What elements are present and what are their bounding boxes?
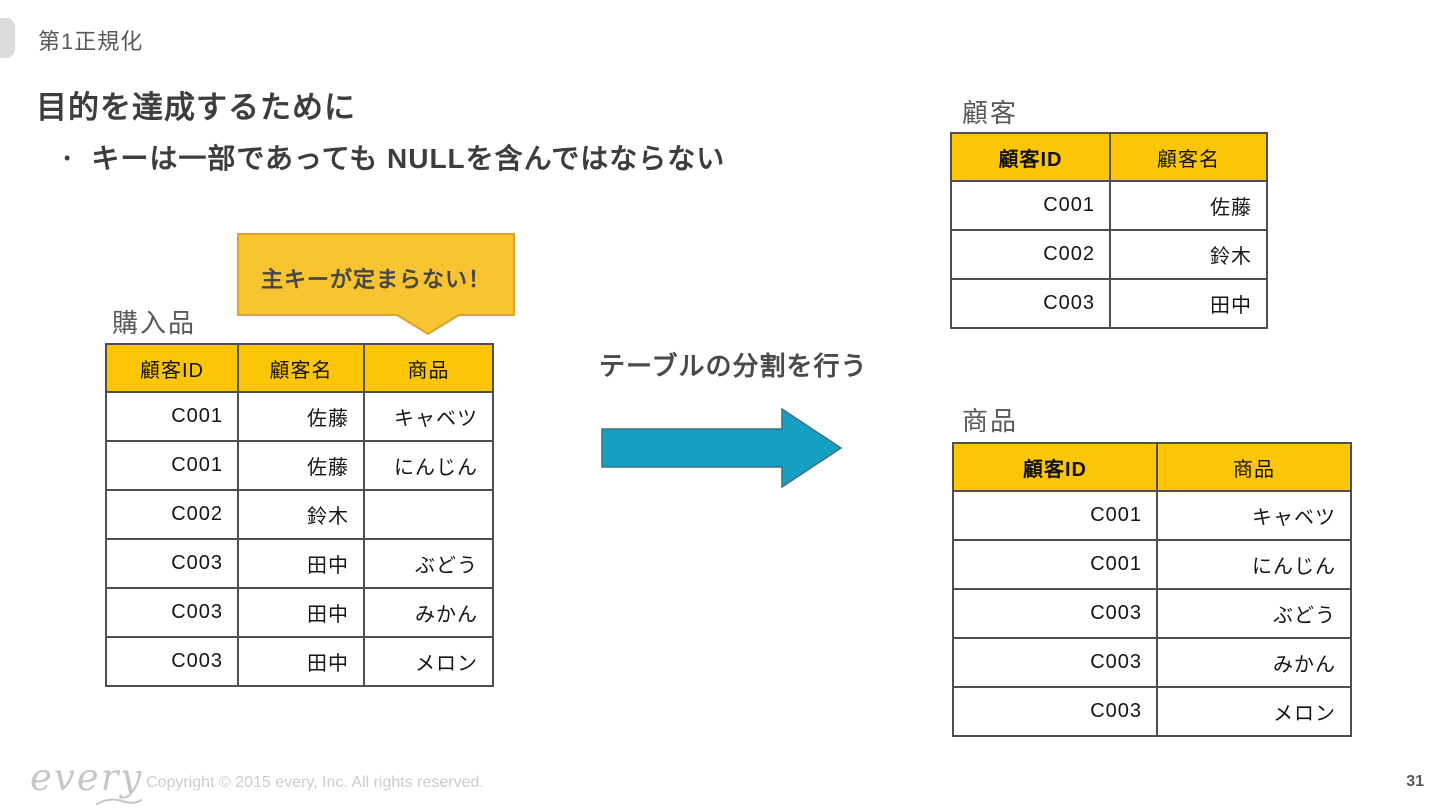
right-arrow-icon	[601, 407, 843, 489]
table-cell: 田中	[237, 636, 365, 687]
copyright-text: Copyright © 2015 every, Inc. All rights …	[146, 774, 484, 791]
column-header-key: 顧客ID	[952, 442, 1158, 492]
table-row: C003 ぶどう	[952, 588, 1352, 639]
logo-swash-decoration	[96, 798, 142, 805]
table-cell: C002	[950, 229, 1111, 280]
table-cell: 佐藤	[237, 440, 365, 491]
purchases-table: 顧客ID 顧客名 商品 C001 佐藤 キャベツ C001 佐藤 にんじん C0…	[105, 343, 494, 687]
table-cell: C001	[105, 440, 239, 491]
column-header: 商品	[1156, 442, 1352, 492]
bullet-text: キーは一部であっても NULLを含んではならない	[91, 143, 726, 174]
customers-table: 顧客ID 顧客名 C001 佐藤 C002 鈴木 C003 田中	[950, 132, 1268, 329]
table-cell: C001	[105, 391, 239, 442]
table-row: C001 佐藤	[950, 180, 1268, 231]
table-header-row: 顧客ID 顧客名	[950, 132, 1268, 182]
table-cell-empty	[363, 489, 494, 540]
purchases-table-label: 購入品	[112, 308, 197, 338]
column-header: 顧客名	[237, 343, 365, 393]
table-header-row: 顧客ID 商品	[952, 442, 1352, 492]
transform-label: テーブルの分割を行う	[599, 351, 868, 381]
table-cell: C001	[952, 490, 1158, 541]
table-cell: 田中	[237, 538, 365, 589]
table-cell: C001	[952, 539, 1158, 590]
table-cell: みかん	[1156, 637, 1352, 688]
table-cell: 鈴木	[237, 489, 365, 540]
table-cell: C003	[952, 637, 1158, 688]
table-cell: 田中	[237, 587, 365, 638]
section-heading: 目的を達成するために	[36, 90, 356, 125]
customers-table-label: 顧客	[962, 98, 1019, 128]
table-cell: C003	[952, 588, 1158, 639]
table-cell: みかん	[363, 587, 494, 638]
column-header: 商品	[363, 343, 494, 393]
table-cell: ぶどう	[1156, 588, 1352, 639]
table-cell: 田中	[1109, 278, 1268, 329]
callout-text: 主キーが定まらない！	[260, 267, 491, 292]
table-cell: ぶどう	[363, 538, 494, 589]
table-row: C003 田中 ぶどう	[105, 538, 494, 589]
table-row: C003 田中 みかん	[105, 587, 494, 638]
table-cell: にんじん	[1156, 539, 1352, 590]
table-header-row: 顧客ID 顧客名 商品	[105, 343, 494, 393]
corner-tab-decoration	[0, 18, 15, 58]
table-row: C003 田中 メロン	[105, 636, 494, 687]
table-cell: にんじん	[363, 440, 494, 491]
table-cell: C003	[105, 538, 239, 589]
products-table-label: 商品	[962, 406, 1019, 436]
bullet-icon: •	[64, 147, 72, 168]
table-row: C003 メロン	[952, 686, 1352, 737]
slide-title: 第1正規化	[38, 29, 144, 54]
table-row: C003 田中	[950, 278, 1268, 329]
callout-bubble	[237, 233, 515, 336]
products-table: 顧客ID 商品 C001 キャベツ C001 にんじん C003 ぶどう C00…	[952, 442, 1352, 737]
table-row: C001 佐藤 にんじん	[105, 440, 494, 491]
table-row: C002 鈴木	[105, 489, 494, 540]
table-cell: メロン	[1156, 686, 1352, 737]
table-cell: キャベツ	[1156, 490, 1352, 541]
table-cell: 佐藤	[237, 391, 365, 442]
table-row: C001 佐藤 キャベツ	[105, 391, 494, 442]
table-cell: C003	[105, 587, 239, 638]
column-header: 顧客ID	[105, 343, 239, 393]
table-cell: キャベツ	[363, 391, 494, 442]
table-row: C002 鈴木	[950, 229, 1268, 280]
table-row: C001 キャベツ	[952, 490, 1352, 541]
table-cell: メロン	[363, 636, 494, 687]
page-number: 31	[1406, 773, 1424, 790]
table-cell: 鈴木	[1109, 229, 1268, 280]
table-cell: C003	[952, 686, 1158, 737]
table-row: C001 にんじん	[952, 539, 1352, 590]
column-header: 顧客名	[1109, 132, 1268, 182]
bullet-item: • キーは一部であっても NULLを含んではならない	[64, 137, 725, 177]
table-cell: C003	[950, 278, 1111, 329]
table-row: C003 みかん	[952, 637, 1352, 688]
table-cell: C003	[105, 636, 239, 687]
every-logo: every	[30, 756, 144, 799]
table-cell: C002	[105, 489, 239, 540]
table-cell: 佐藤	[1109, 180, 1268, 231]
table-cell: C001	[950, 180, 1111, 231]
column-header-key: 顧客ID	[950, 132, 1111, 182]
